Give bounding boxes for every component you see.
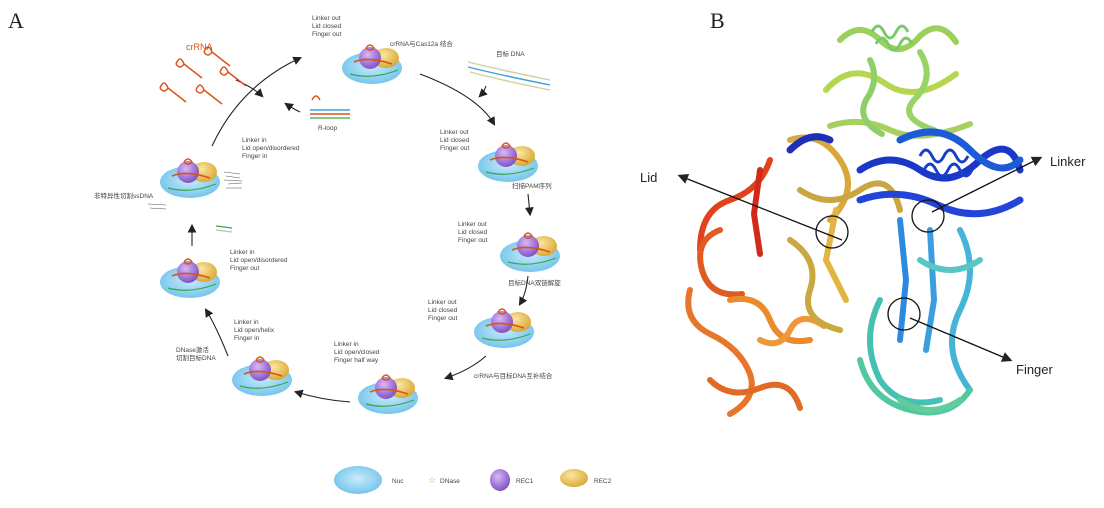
lid-marker-circle bbox=[815, 215, 849, 249]
state-1-line-3: Finger out bbox=[312, 31, 341, 38]
panel-b-letter: B bbox=[710, 8, 725, 33]
ssdna-fragments bbox=[147, 171, 243, 210]
state-8-caption: 非特异性切割ssDNA bbox=[94, 191, 154, 200]
state-6-caption-2: 切割目标DNA bbox=[176, 353, 216, 362]
state-2-line-2: Lid closed bbox=[440, 137, 470, 144]
linker-marker-circle bbox=[911, 199, 945, 233]
finger-label: Finger bbox=[1016, 362, 1054, 377]
state-3-line-2: Lid closed bbox=[458, 229, 488, 236]
cycle-arrow bbox=[293, 389, 351, 403]
protein-structure: Lid Linker Finger bbox=[640, 24, 1086, 417]
cycle-diagram: crRNA 目标 DNA R-loop Linker out Lid close… bbox=[94, 15, 561, 415]
cycle-arrow bbox=[419, 73, 496, 126]
legend-rec2-label: REC2 bbox=[594, 478, 612, 485]
panel-a-letter: A bbox=[8, 8, 24, 33]
cut-dna-fragment bbox=[215, 225, 233, 229]
state-3-line-1: Linker out bbox=[458, 221, 487, 228]
state-6-line-3: Finger in bbox=[234, 335, 260, 342]
legend-rec2-swatch bbox=[560, 469, 588, 487]
legend: Nuc ☆ DNase REC1 REC2 bbox=[334, 466, 612, 494]
cycle-arrow bbox=[204, 308, 229, 357]
state-1-line-2: Lid closed bbox=[312, 23, 342, 30]
cas12a-complex-3 bbox=[499, 232, 561, 273]
cas12a-complex-8 bbox=[159, 158, 221, 199]
legend-rec1-swatch bbox=[490, 469, 510, 491]
legend-dnase-star-icon: ☆ bbox=[428, 475, 436, 485]
cas12a-complex-4 bbox=[473, 308, 535, 349]
finger-pointer bbox=[909, 317, 1013, 362]
state-7-line-1: Linker in bbox=[230, 249, 255, 256]
state-8-line-2: Lid open/disordered bbox=[242, 145, 300, 152]
state-6-line-2: Lid open/helix bbox=[234, 327, 275, 334]
cut-dna-fragment bbox=[215, 229, 233, 233]
cas12a-complex-5 bbox=[357, 374, 419, 415]
linker-pointer bbox=[931, 156, 1043, 213]
cycle-arrow bbox=[478, 85, 488, 98]
target-dna-label: 目标 DNA bbox=[496, 49, 525, 58]
state-5-line-1: Linker in bbox=[334, 341, 359, 348]
state-3-caption: 目标DNA双链解旋 bbox=[508, 278, 561, 287]
crrna-hairpins bbox=[159, 46, 247, 105]
legend-nuc-swatch bbox=[334, 466, 382, 494]
state-1-line-1: Linker out bbox=[312, 15, 341, 22]
legend-nuc-label: Nuc bbox=[392, 478, 404, 485]
target-dna-strands bbox=[467, 61, 551, 91]
cas12a-complex-1 bbox=[341, 44, 403, 85]
cas12a-complex-6 bbox=[231, 356, 293, 397]
lid-label: Lid bbox=[640, 170, 657, 185]
rloop-label: R-loop bbox=[318, 125, 338, 132]
legend-rec1-label: REC1 bbox=[516, 478, 534, 485]
finger-marker-circle bbox=[887, 297, 921, 331]
lid-pointer bbox=[677, 174, 843, 241]
cycle-arrow bbox=[524, 193, 534, 217]
state-7-line-2: Lid open/disordered bbox=[230, 257, 288, 264]
cycle-arrow bbox=[211, 56, 302, 147]
state-5-caption: crRNA与目标DNA互补结合 bbox=[474, 371, 553, 380]
state-2-line-3: Finger out bbox=[440, 145, 469, 152]
state-2-line-1: Linker out bbox=[440, 129, 469, 136]
crrna-label: crRNA bbox=[186, 42, 213, 52]
linker-label: Linker bbox=[1050, 154, 1086, 169]
state-8-line-3: Finger in bbox=[242, 153, 268, 160]
cas12a-complex-2 bbox=[477, 142, 539, 183]
state-8-line-1: Linker in bbox=[242, 137, 267, 144]
state-7-line-3: Finger out bbox=[230, 265, 259, 272]
state-6-line-1: Linker in bbox=[234, 319, 259, 326]
state-1-caption: crRNA与Cas12a 结合 bbox=[390, 39, 453, 48]
legend-dnase-label: DNase bbox=[440, 478, 460, 485]
state-5-line-2: Lid open/closed bbox=[334, 349, 380, 356]
rloop-glyph bbox=[310, 95, 350, 119]
cycle-arrow bbox=[443, 355, 487, 381]
state-2-caption: 扫描PAM序列 bbox=[512, 181, 552, 190]
state-3-line-3: Finger out bbox=[458, 237, 487, 244]
state-4-line-2: Lid closed bbox=[428, 307, 458, 314]
state-6-caption-1: DNase激活 bbox=[176, 345, 209, 354]
state-4-line-1: Linker out bbox=[428, 299, 457, 306]
cycle-arrow bbox=[518, 275, 529, 306]
cas12a-complex-7 bbox=[159, 258, 221, 299]
state-4-line-3: Finger out bbox=[428, 315, 457, 322]
state-5-line-3: Finger half way bbox=[334, 357, 379, 364]
cycle-arrow bbox=[284, 102, 301, 113]
